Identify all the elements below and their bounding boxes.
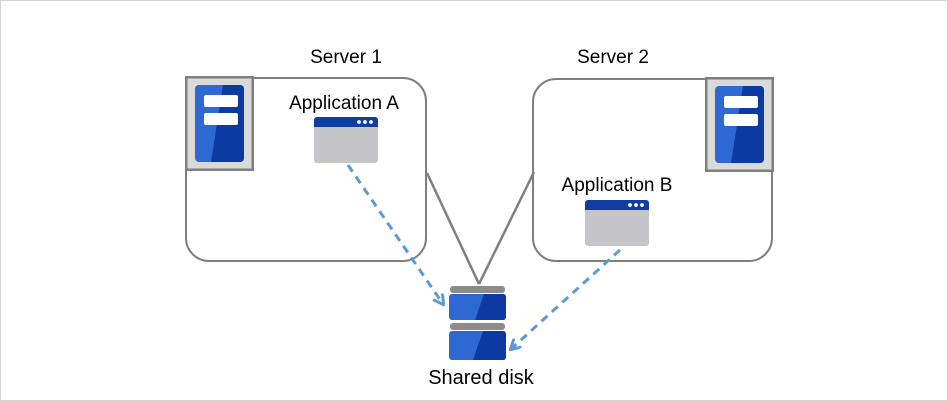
edge-server1-to-shared-disk — [425, 172, 481, 285]
server2-label: Server 2 — [577, 47, 649, 68]
app-window-icon — [585, 200, 649, 246]
application-b-label: Application B — [561, 175, 673, 196]
edge-server2-to-shared-disk — [477, 171, 536, 285]
application-a-label: Application A — [289, 93, 399, 114]
disk-stack-icon — [449, 286, 506, 360]
server-tower-icon — [705, 77, 774, 172]
server1-label: Server 1 — [310, 47, 382, 68]
server-tower-icon — [185, 76, 254, 171]
edge-app-b-to-shared-disk-arrow — [511, 248, 622, 349]
shared-disk-label: Shared disk — [428, 367, 534, 389]
app-window-icon — [314, 117, 378, 163]
